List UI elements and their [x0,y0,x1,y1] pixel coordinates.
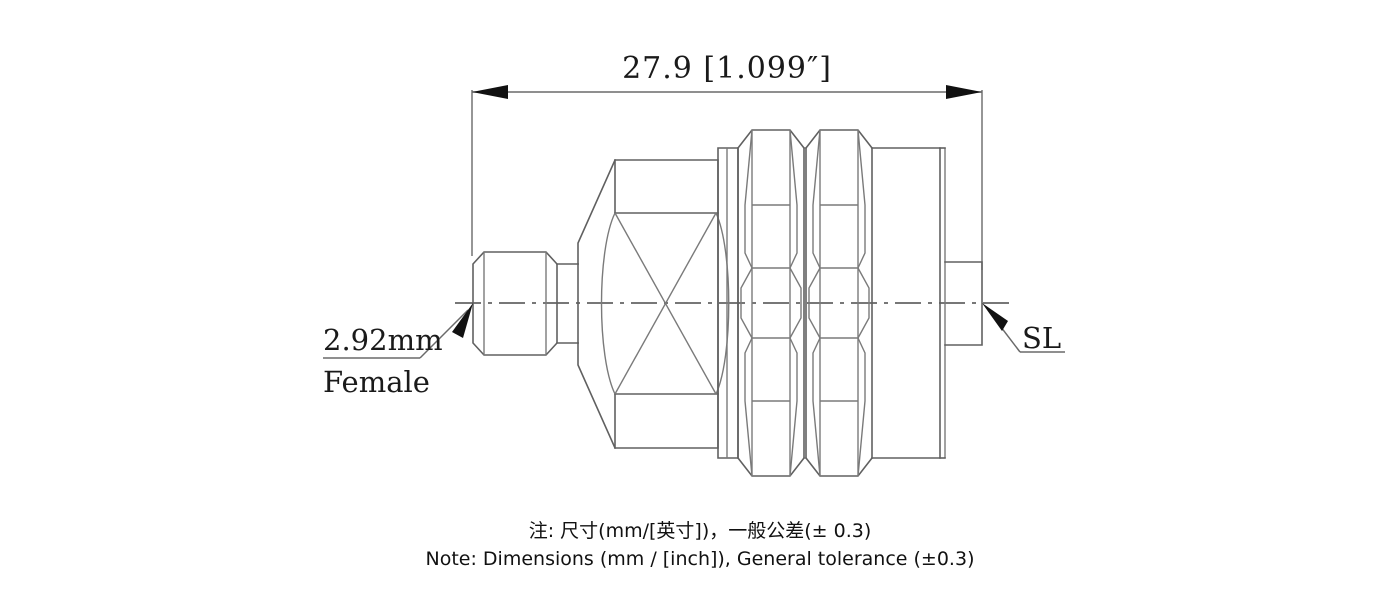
nut2-profile-right-lower [857,337,866,477]
nut2-mid-lobe-left [808,267,821,339]
hex-nut-1 [736,129,806,477]
nut2-mid-lobe-right [857,267,870,339]
nut2-profile-left-lower [812,337,821,477]
flange-cross-mark-b [614,212,717,395]
callout-left-line1: 2.92mm [323,323,443,357]
nut2-bottom-chamfer [804,456,874,477]
note-english: Note: Dimensions (mm / [inch]), General … [426,548,975,570]
flange-profile-curve-left [600,212,616,395]
nut1-profile-left-upper [744,129,753,269]
nut1-mid-lobe-right [789,267,802,339]
callout-right-arrow-icon [982,303,1008,331]
callout-292mm-female: 2.92mm Female [323,303,473,399]
flange-profile-curve-right [715,212,730,395]
sl-termination-stub [944,261,983,346]
nut1-mid-lobe-left [740,267,753,339]
nut1-profile-left-lower [744,337,753,477]
right-cylindrical-body [871,147,946,459]
nut1-profile-right-lower [789,337,798,477]
right-body-outline [871,147,941,459]
callout-sl: SL [982,303,1065,355]
nut1-profile-right-upper [789,129,798,269]
note-chinese: 注: 尺寸(mm/[英寸])，一般公差(± 0.3) [529,520,872,542]
callout-left-arrow-icon [452,303,473,338]
dimension-arrow-right-icon [946,85,982,99]
callout-right-label: SL [1022,321,1061,355]
nut2-top-chamfer [804,129,874,150]
nut1-top-chamfer [736,129,806,150]
connector-interface-292mm [472,251,579,356]
nut2-profile-right-upper [857,129,866,269]
nut2-profile-left-upper [812,129,821,269]
sl-stub-outline [944,261,983,346]
dimension-arrow-left-icon [472,85,508,99]
overall-length-dimension: 27.9 [1.099″] [471,51,983,270]
overall-length-dimension-text: 27.9 [1.099″] [622,51,832,86]
hex-flange-body [577,159,730,449]
flange-outer-outline [577,159,719,449]
nut1-bottom-chamfer [736,456,806,477]
callout-left-line2: Female [323,365,430,399]
hex-nut-2 [804,129,874,477]
callout-left-leader [419,309,469,359]
drawing-notes: 注: 尺寸(mm/[英寸])，一般公差(± 0.3) Note: Dimensi… [426,520,975,570]
